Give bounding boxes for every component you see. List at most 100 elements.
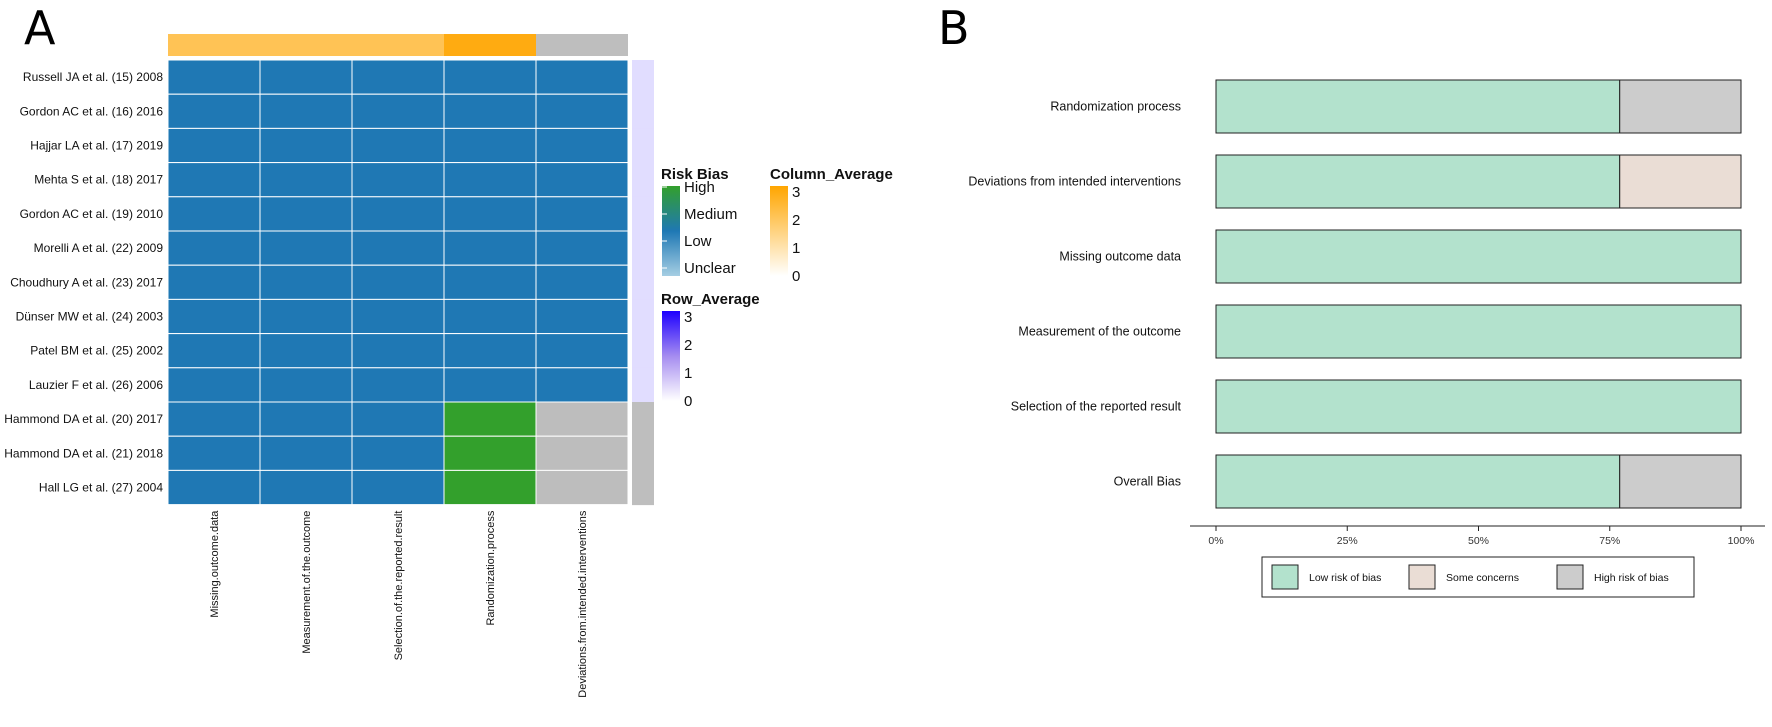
heatmap-cell bbox=[259, 469, 353, 506]
row-average-cell bbox=[632, 333, 654, 369]
x-tick-label: 75% bbox=[1599, 535, 1620, 547]
heatmap-cell bbox=[443, 298, 537, 335]
heatmap-row-label: Hall LG et al. (27) 2004 bbox=[39, 481, 163, 495]
row-average-tick-label: 0 bbox=[684, 393, 692, 410]
heatmap-row-label: Hajjar LA et al. (17) 2019 bbox=[30, 139, 163, 153]
heatmap-cell bbox=[535, 196, 629, 232]
column-average-legend-title: Column_Average bbox=[770, 166, 893, 183]
heatmap-cell bbox=[259, 196, 353, 232]
risk-bias-level-label: Medium bbox=[684, 206, 737, 223]
column-average-cell bbox=[168, 34, 260, 56]
bar-legend-label: Some concerns bbox=[1446, 572, 1519, 584]
x-tick-label: 0% bbox=[1208, 535, 1223, 547]
heatmap-cell bbox=[259, 367, 353, 403]
x-tick-label: 25% bbox=[1337, 535, 1358, 547]
heatmap-cell bbox=[351, 333, 445, 369]
row-average-colorbar bbox=[662, 311, 680, 401]
heatmap-column-label: Deviations.from.intended.interventions bbox=[577, 510, 589, 698]
heatmap-cell bbox=[535, 469, 629, 506]
row-average-cell bbox=[632, 367, 654, 403]
heatmap-cell bbox=[535, 93, 629, 129]
heatmap-cell bbox=[443, 435, 537, 471]
heatmap-row-label: Gordon AC et al. (16) 2016 bbox=[20, 104, 164, 118]
heatmap-cell bbox=[167, 333, 261, 369]
row-average-cell bbox=[632, 231, 654, 266]
row-average-cell bbox=[632, 196, 654, 232]
bar-category-label: Deviations from intended interventions bbox=[968, 175, 1181, 189]
heatmap-cell bbox=[167, 59, 261, 95]
heatmap-cell bbox=[259, 435, 353, 471]
heatmap-cell bbox=[167, 469, 261, 506]
heatmap-cell bbox=[259, 127, 353, 164]
heatmap-cell bbox=[351, 264, 445, 300]
heatmap-cell bbox=[535, 127, 629, 164]
row-average-cell bbox=[632, 402, 654, 437]
bar-segment bbox=[1215, 79, 1621, 134]
heatmap-cell bbox=[535, 230, 629, 266]
x-axis-ticks: 0%25%50%75%100% bbox=[1208, 526, 1754, 547]
heatmap-row-label: Hammond DA et al. (20) 2017 bbox=[4, 412, 163, 426]
bar-category-label: Missing outcome data bbox=[1059, 250, 1181, 264]
bar-legend-swatch bbox=[1408, 564, 1436, 590]
heatmap-cells bbox=[167, 59, 629, 506]
heatmap-cell bbox=[167, 162, 261, 198]
column-average-tick-label: 3 bbox=[792, 184, 800, 201]
heatmap-cell bbox=[259, 162, 353, 198]
heatmap-cell bbox=[351, 367, 445, 403]
risk-bias-level-label: Low bbox=[684, 233, 712, 250]
risk-bias-level-label: High bbox=[684, 179, 715, 196]
heatmap-cell bbox=[351, 59, 445, 95]
row-average-annotation bbox=[632, 60, 654, 506]
bar-segment bbox=[1215, 304, 1742, 359]
heatmap-cell bbox=[167, 230, 261, 266]
panel-a-label: A bbox=[24, 1, 56, 55]
row-average-legend-title: Row_Average bbox=[661, 291, 760, 308]
heatmap-row-label: Dünser MW et al. (24) 2003 bbox=[16, 310, 164, 324]
heatmap-cell bbox=[535, 367, 629, 403]
heatmap-cell bbox=[535, 162, 629, 198]
risk-bias-colorbar bbox=[662, 186, 680, 276]
heatmap-cell bbox=[351, 196, 445, 232]
bar-legend-box bbox=[1261, 556, 1695, 598]
heatmap-row-label: Lauzier F et al. (26) 2006 bbox=[29, 378, 163, 392]
heatmap-cell bbox=[259, 401, 353, 437]
heatmap-cell bbox=[351, 401, 445, 437]
row-average-cell bbox=[632, 94, 654, 129]
heatmap-cell bbox=[351, 162, 445, 198]
column-average-colorbar bbox=[770, 186, 788, 276]
heatmap-cell bbox=[167, 127, 261, 164]
bar-category-label: Selection of the reported result bbox=[1011, 400, 1182, 414]
heatmap-cell bbox=[167, 401, 261, 437]
heatmap-cell bbox=[167, 264, 261, 300]
bar-segment bbox=[1215, 229, 1742, 284]
bar-segment bbox=[1215, 154, 1621, 209]
panel-b-label: B bbox=[938, 1, 970, 55]
column-average-tick-label: 0 bbox=[792, 268, 800, 285]
heatmap-cell bbox=[167, 435, 261, 471]
heatmap-cell bbox=[443, 367, 537, 403]
heatmap-cell bbox=[443, 162, 537, 198]
column-average-cell bbox=[260, 34, 352, 56]
bar-segment bbox=[1619, 454, 1742, 509]
column-average-cell bbox=[352, 34, 444, 56]
heatmap-cell bbox=[443, 230, 537, 266]
heatmap-column-label: Randomization.process bbox=[485, 510, 497, 625]
row-average-cell bbox=[632, 265, 654, 300]
heatmap-row-label: Russell JA et al. (15) 2008 bbox=[23, 70, 163, 84]
heatmap-row-label: Choudhury A et al. (23) 2017 bbox=[10, 275, 163, 289]
heatmap-row-label: Gordon AC et al. (19) 2010 bbox=[20, 207, 164, 221]
bar-legend-label: Low risk of bias bbox=[1309, 572, 1381, 584]
heatmap-cell bbox=[259, 93, 353, 129]
heatmap-cell bbox=[167, 196, 261, 232]
heatmap-row-label: Patel BM et al. (25) 2002 bbox=[30, 344, 163, 358]
heatmap-cell bbox=[443, 264, 537, 300]
heatmap-cell bbox=[443, 196, 537, 232]
risk-bias-legend-title: Risk Bias bbox=[661, 166, 729, 183]
bar-legend-swatch bbox=[1271, 564, 1299, 590]
x-tick-label: 50% bbox=[1468, 535, 1489, 547]
